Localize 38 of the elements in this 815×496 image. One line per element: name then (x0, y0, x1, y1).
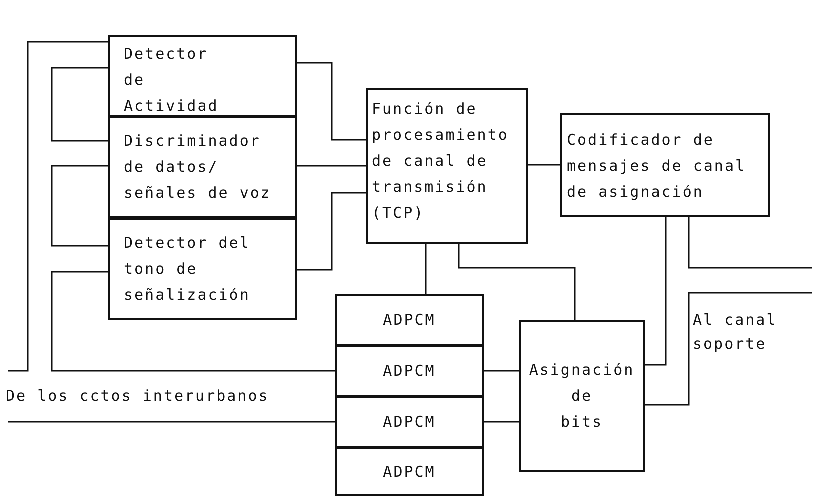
process-box (366, 88, 528, 244)
connector-line (297, 62, 366, 141)
process-box (335, 447, 484, 496)
process-box (335, 345, 484, 397)
process-box (335, 294, 484, 346)
box-label: Detector del tono de señalización (124, 233, 252, 306)
connector-line (484, 421, 519, 423)
signal-label: Al canal soporte (693, 310, 778, 355)
box-label: Discriminador de datos/ señales de voz (124, 131, 272, 204)
box-label: ADPCM (383, 361, 436, 382)
connector-line (458, 244, 576, 320)
process-box (108, 218, 297, 320)
connector-line (645, 217, 667, 366)
box-label: Asignación de bits (528, 360, 636, 433)
process-box (519, 320, 645, 472)
box-label: Detector de Actividad (124, 44, 220, 117)
process-box (560, 113, 770, 217)
connector-line (51, 165, 108, 247)
connector-line (645, 292, 812, 406)
connector-line (688, 217, 812, 269)
process-box (108, 35, 297, 117)
process-box (108, 116, 297, 218)
box-label: Codificador de mensajes de canal de asignación (567, 130, 748, 203)
connector-line (528, 164, 560, 166)
connector-line (51, 271, 335, 372)
signal-label: De los cctos interurbanos (6, 386, 270, 407)
process-box (335, 396, 484, 448)
box-label: ADPCM (383, 412, 436, 433)
connector-line (8, 41, 108, 372)
connector-line (8, 421, 335, 423)
connector-line (484, 370, 519, 372)
connector-line (425, 244, 427, 294)
connector-line (51, 67, 108, 142)
box-label: Función de procesamiento de canal de transmisión (TCP) (372, 99, 510, 224)
box-label: ADPCM (383, 462, 436, 482)
connector-line (297, 192, 366, 271)
connector-line (297, 165, 366, 167)
box-label: ADPCM (383, 310, 436, 331)
